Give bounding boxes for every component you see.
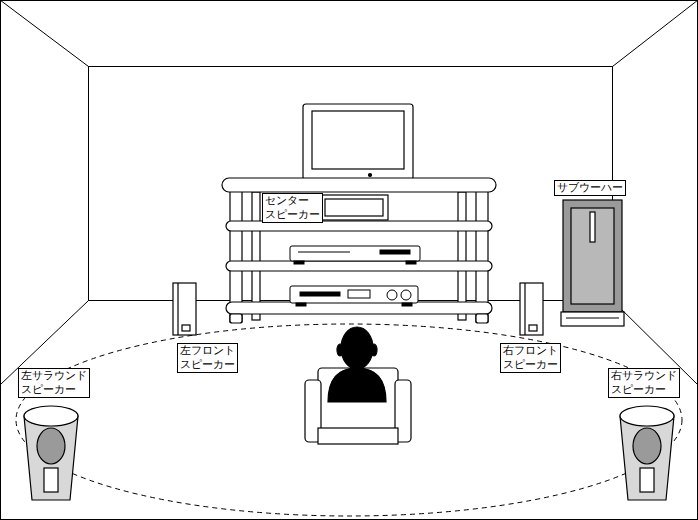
listener-ear bbox=[371, 344, 377, 356]
shelf-board bbox=[222, 178, 496, 192]
tv bbox=[303, 104, 413, 180]
label-box: センター スピーカー bbox=[262, 193, 323, 223]
player-foot bbox=[406, 261, 416, 264]
receiver-knob bbox=[401, 290, 411, 300]
speaker-label: 右フロント スピーカー bbox=[503, 344, 558, 372]
subwoofer-base bbox=[561, 312, 624, 326]
ceiling-edge bbox=[613, 0, 698, 67]
ceiling-edge bbox=[0, 0, 89, 67]
dvd-player bbox=[290, 246, 420, 261]
subwoofer-base-line bbox=[566, 317, 619, 318]
tv-button bbox=[369, 174, 372, 177]
surround-speaker bbox=[620, 416, 674, 500]
surround-speaker-panel bbox=[44, 468, 58, 492]
label-box: サブウーハー bbox=[554, 180, 626, 196]
player-buttons bbox=[380, 250, 410, 254]
surround-speaker bbox=[24, 416, 78, 500]
speaker-label: 左フロント スピーカー bbox=[180, 344, 235, 372]
shelf-board bbox=[226, 261, 492, 271]
listener-head bbox=[341, 327, 373, 369]
label-box: 右サラウンド スピーカー bbox=[608, 368, 680, 398]
surround-speaker-top bbox=[24, 406, 78, 426]
receiver-foot bbox=[402, 303, 412, 306]
speaker-label: 左サラウンド スピーカー bbox=[21, 369, 87, 397]
receiver-foot bbox=[296, 303, 306, 306]
speaker-label: 右サラウンド スピーカー bbox=[611, 369, 677, 397]
chair-seat bbox=[318, 428, 398, 444]
back-wall bbox=[89, 67, 613, 301]
tv-screen bbox=[312, 111, 404, 169]
disc-tray bbox=[298, 252, 350, 253]
surround-speaker-panel bbox=[640, 468, 654, 492]
shelf-post bbox=[252, 192, 260, 320]
shelf-board bbox=[226, 302, 492, 314]
speaker-badge bbox=[182, 325, 190, 331]
speaker-label: サブウーハー bbox=[557, 181, 623, 195]
subwoofer-panel bbox=[571, 208, 614, 304]
center-speaker-grille bbox=[325, 199, 383, 216]
surround-speaker-top bbox=[620, 406, 674, 426]
chair-back bbox=[318, 368, 398, 430]
receiver-display bbox=[348, 290, 370, 298]
av-receiver bbox=[290, 286, 418, 303]
player-foot bbox=[294, 261, 304, 264]
surround-speaker-driver bbox=[633, 428, 661, 464]
subwoofer bbox=[563, 200, 622, 312]
front-speaker bbox=[173, 283, 196, 335]
shelf-post bbox=[458, 192, 466, 320]
label-box: 右フロント スピーカー bbox=[500, 343, 561, 373]
center-speaker bbox=[320, 195, 388, 220]
shelf-foot bbox=[476, 314, 488, 323]
listener-ear bbox=[337, 344, 343, 356]
receiver-buttons bbox=[300, 292, 340, 296]
speaker-edge bbox=[524, 283, 525, 335]
surround-speaker-driver bbox=[37, 428, 65, 464]
label-box: 左サラウンド スピーカー bbox=[18, 368, 90, 398]
speaker-label: センター スピーカー bbox=[265, 194, 320, 222]
listening-area bbox=[16, 324, 682, 516]
front-speaker bbox=[520, 283, 543, 335]
shelf-foot bbox=[230, 314, 242, 323]
speaker-badge bbox=[529, 325, 537, 331]
label-box: 左フロント スピーカー bbox=[177, 343, 238, 373]
subwoofer-port bbox=[590, 212, 595, 242]
speaker-edge bbox=[177, 283, 178, 335]
receiver-knob bbox=[387, 290, 397, 300]
listener-shoulders bbox=[328, 368, 386, 402]
